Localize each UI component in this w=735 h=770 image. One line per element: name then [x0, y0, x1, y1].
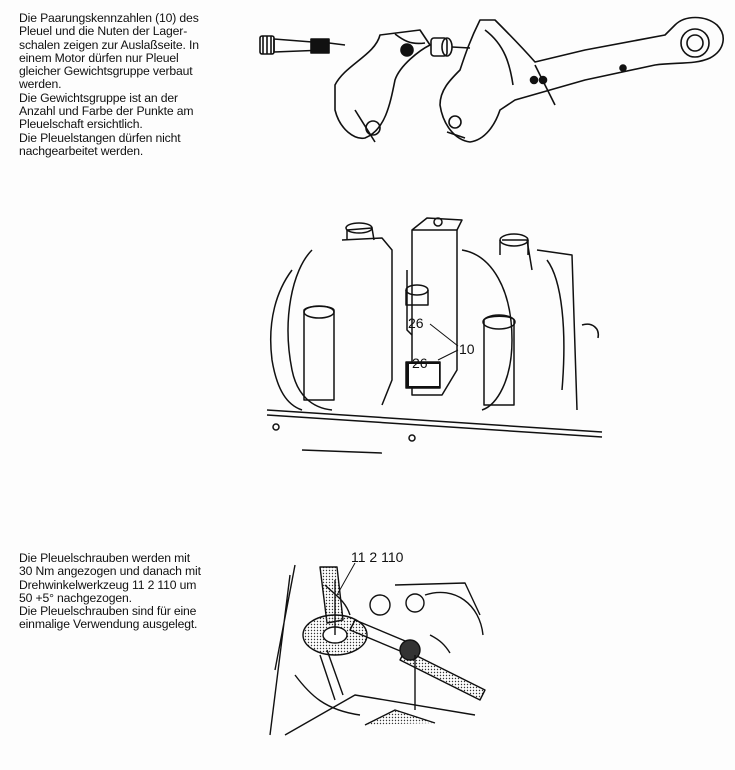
connecting-rod-illustration — [259, 16, 724, 143]
pairing-mark-lower: 26 — [412, 355, 428, 371]
pairing-mark-upper: 26 — [408, 315, 424, 331]
torque-angle-tool-illustration: 11 2 110 — [269, 549, 486, 736]
instruction-bolt-torque-text: Die Pleuelschrauben werden mit 30 Nm ang… — [19, 551, 201, 632]
pairing-callout-number: 10 — [459, 341, 475, 357]
tool-number-label: 11 2 110 — [351, 549, 404, 565]
instruction-pairing-text: Die Paarungskennzahlen (10) des Pleuel u… — [19, 11, 199, 158]
crankshaft-pairing-marks-illustration: 26 26 10 — [266, 217, 603, 454]
